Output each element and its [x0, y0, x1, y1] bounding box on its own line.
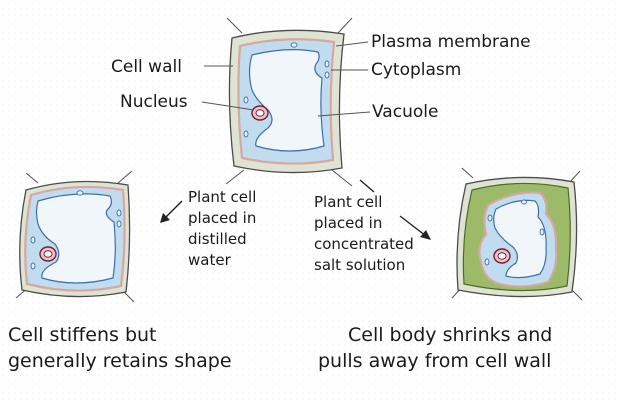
left-arrow-text-line: placed in: [188, 209, 257, 227]
leader-vacuole: [317, 111, 371, 117]
right-arrow-text-line: concentrated: [314, 235, 414, 253]
left-cell-nucleus: [39, 246, 57, 262]
top-plant-cell: [225, 17, 353, 187]
right-cell-nucleus: [493, 248, 511, 264]
right-arrow-text-line: placed in: [314, 214, 383, 232]
left-caption-line: Cell stiffens but: [8, 324, 157, 346]
left-arrow-text-line: Plant cell: [188, 188, 257, 206]
arrow-to-right-cell: [359, 179, 431, 240]
right-arrow-text-line: Plant cell: [314, 193, 383, 211]
left-cell-organelles: [30, 190, 122, 270]
right-caption-line: Cell body shrinks and: [348, 324, 553, 346]
label-cytoplasm: Cytoplasm: [371, 60, 462, 80]
top-cell-organelles: [243, 42, 330, 138]
label-nucleus: Nucleus: [120, 92, 188, 112]
right-cell-vacuole: [493, 199, 547, 279]
label-cell-wall: Cell wall: [111, 57, 182, 77]
right-arrow-text-line: salt solution: [314, 256, 406, 274]
label-plasma-membrane: Plasma membrane: [371, 32, 531, 52]
left-cell-vacuole: [35, 193, 116, 284]
left-arrow-text-line: distilled: [188, 230, 247, 248]
leader-nucleus: [201, 101, 255, 111]
top-cell-wall-extensions: [225, 17, 353, 187]
arrow-to-left-cell: [160, 200, 183, 223]
top-cell-nucleus: [251, 105, 269, 121]
left-caption-line: generally retains shape: [8, 350, 232, 372]
left-arrow-text-line: water: [188, 251, 231, 269]
top-cell-vacuole: [248, 49, 325, 152]
right-plant-cell: [451, 167, 583, 301]
leader-plasma-membrane: [335, 41, 369, 47]
left-plant-cell: [15, 170, 135, 303]
right-cell-organelles: [484, 199, 545, 266]
right-caption-line: pulls away from cell wall: [318, 350, 552, 372]
leader-lines: [201, 41, 371, 117]
label-vacuole: Vacuole: [372, 102, 439, 122]
